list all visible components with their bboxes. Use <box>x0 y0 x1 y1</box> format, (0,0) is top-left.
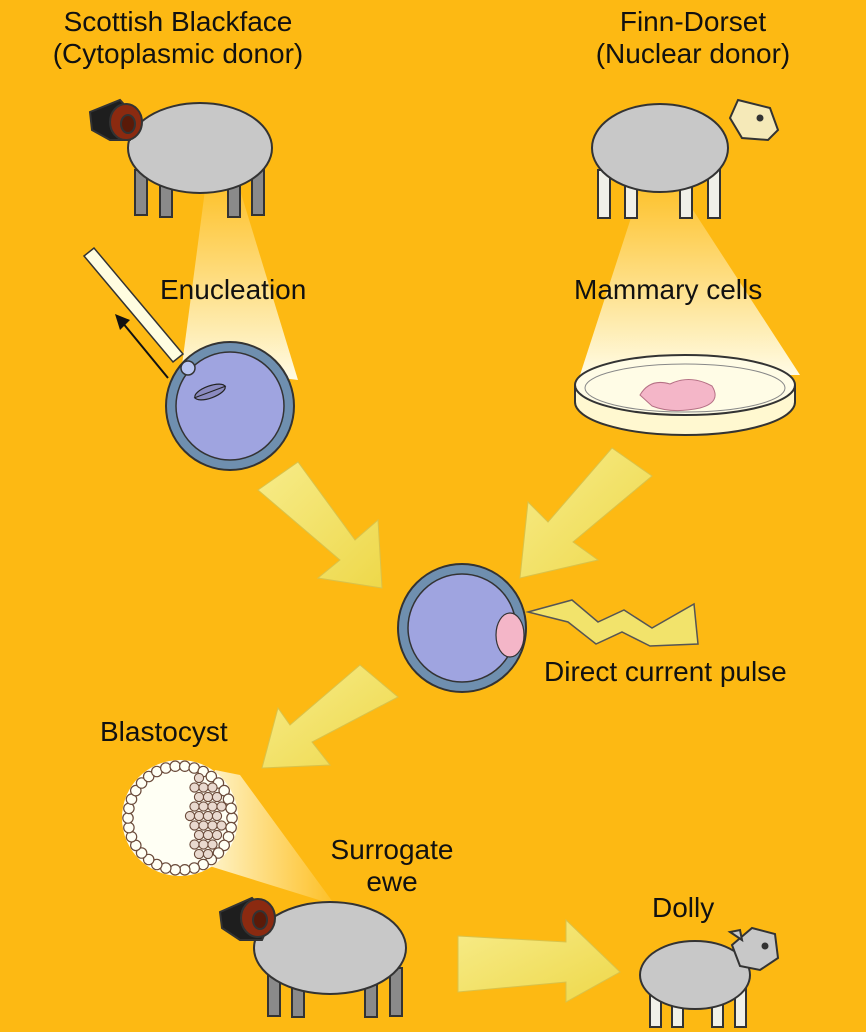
blastocyst-label: Blastocyst <box>100 716 228 748</box>
donor-left-role: (Cytoplasmic donor) <box>18 38 338 70</box>
dolly-lamb-icon <box>640 928 778 1027</box>
egg-cell-enucleation <box>166 342 294 470</box>
lightning-bolt-icon <box>528 600 698 646</box>
direct-current-label: Direct current pulse <box>544 656 787 688</box>
arrow-cells-to-fusion <box>520 448 652 578</box>
mammary-cells-label: Mammary cells <box>574 274 762 306</box>
arrow-surrogate-to-dolly <box>458 920 620 1002</box>
enucleation-label: Enucleation <box>160 274 306 306</box>
surrogate-ewe-sheep-icon <box>220 898 406 1017</box>
pipette-icon <box>84 248 183 378</box>
finn-dorset-sheep-icon <box>592 100 778 218</box>
donor-right-role: (Nuclear donor) <box>548 38 838 70</box>
donor-left-title: Scottish Blackface (Cytoplasmic donor) <box>18 6 338 70</box>
blastocyst-icon <box>122 760 238 876</box>
donor-left-name: Scottish Blackface <box>18 6 338 38</box>
fused-egg-cell <box>398 564 526 692</box>
surrogate-ewe-label: Surrogate ewe <box>312 834 472 898</box>
scottish-blackface-sheep-icon <box>90 100 272 217</box>
arrow-egg-to-fusion <box>258 462 382 588</box>
arrow-fusion-to-blastocyst <box>262 665 398 768</box>
petri-dish-icon <box>575 355 795 435</box>
donor-right-name: Finn-Dorset <box>548 6 838 38</box>
dolly-label: Dolly <box>652 892 714 924</box>
surrogate-label-line2: ewe <box>312 866 472 898</box>
donor-right-title: Finn-Dorset (Nuclear donor) <box>548 6 838 70</box>
surrogate-label-line1: Surrogate <box>312 834 472 866</box>
